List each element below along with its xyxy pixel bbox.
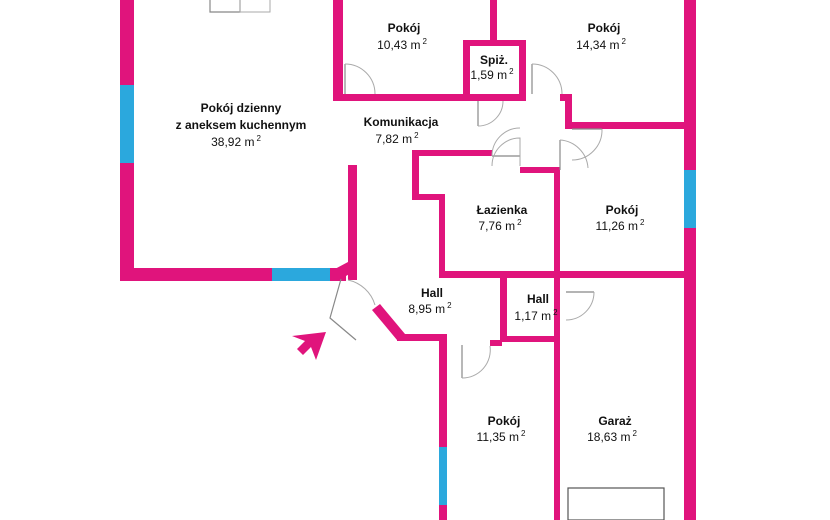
- room-name-pokoj3: Pokój: [606, 203, 639, 217]
- room-name-living-line2: z aneksem kuchennym: [176, 118, 307, 132]
- door-pokoj2-arc: [531, 63, 563, 95]
- walls: [120, 0, 696, 520]
- window-pokoj3-east: [684, 170, 696, 228]
- windows: [120, 85, 696, 505]
- room-name-pokoj2: Pokój: [588, 21, 621, 35]
- wall-pokoj1-west: [333, 0, 343, 100]
- wall-spiz-west: [463, 40, 470, 100]
- window-living-west: [120, 85, 134, 163]
- wall-bath-north-right: [520, 167, 560, 173]
- door-living-top: [209, 0, 241, 13]
- room-name-hall1: Hall: [421, 286, 443, 300]
- wall-pokoj1-south: [333, 94, 465, 101]
- door-living-top-arc: [239, 0, 271, 13]
- wall-bath-south: [439, 271, 696, 278]
- room-name-hall2: Hall: [527, 292, 549, 306]
- room-name-lazienka: Łazienka: [477, 203, 528, 217]
- door-spiz-arc: [477, 100, 504, 127]
- door-pokoj3-arc: [559, 139, 589, 169]
- room-name-garaz: Garaż: [598, 414, 631, 428]
- wall-pokoj2-west: [490, 0, 497, 44]
- wall-hall2-west: [500, 278, 507, 340]
- wall-bath-west: [439, 194, 445, 278]
- wall-bath-east: [554, 167, 560, 277]
- room-name-pokoj1: Pokój: [388, 21, 421, 35]
- room-name-spiz: Spiż.: [480, 53, 508, 67]
- wall-living-east: [348, 165, 357, 280]
- wall-bath-west-outer: [412, 150, 419, 200]
- entrance-arrow-icon: [292, 332, 326, 360]
- wall-spiz-south: [463, 94, 526, 101]
- door-entry-arc: [347, 279, 376, 306]
- room-name-living-line1: Pokój dzienny: [201, 101, 282, 115]
- wall-bath-north: [412, 150, 492, 156]
- wall-hall2-south: [500, 336, 560, 342]
- room-labels: Pokój dzienny z aneksem kuchennym 38,92 …: [176, 21, 645, 444]
- window-living-south: [272, 268, 330, 281]
- door-entry: [329, 278, 357, 341]
- door-hall2-arc: [565, 291, 595, 321]
- wall-east-top: [684, 0, 696, 10]
- door-bathroom-arc2: [491, 137, 521, 167]
- doors: [209, 0, 665, 520]
- room-name-pokoj4: Pokój: [488, 414, 521, 428]
- wall-garage-west: [554, 278, 560, 520]
- wall-corridor-notch-v: [565, 94, 572, 128]
- wall-corridor-notch-h: [565, 122, 690, 129]
- wall-entry-diagonal-left: [333, 262, 356, 279]
- wall-entry-diagonal: [372, 304, 405, 340]
- wall-spiz-east: [519, 40, 526, 100]
- wall-bath-step: [412, 194, 445, 200]
- door-bathroom-arc: [491, 127, 521, 157]
- door-corridor-right-arc: [571, 128, 603, 161]
- wall-pokoj4-west: [439, 334, 447, 520]
- wall-pokoj4-north-stub: [490, 340, 502, 346]
- door-pokoj1-arc: [344, 63, 376, 95]
- door-pokoj4-arc: [461, 345, 491, 379]
- window-pokoj4-west: [439, 447, 447, 505]
- wall-east: [684, 0, 696, 520]
- garage-door: [567, 487, 665, 520]
- room-name-komunikacja: Komunikacja: [364, 115, 439, 129]
- wall-hall1-south: [397, 334, 447, 341]
